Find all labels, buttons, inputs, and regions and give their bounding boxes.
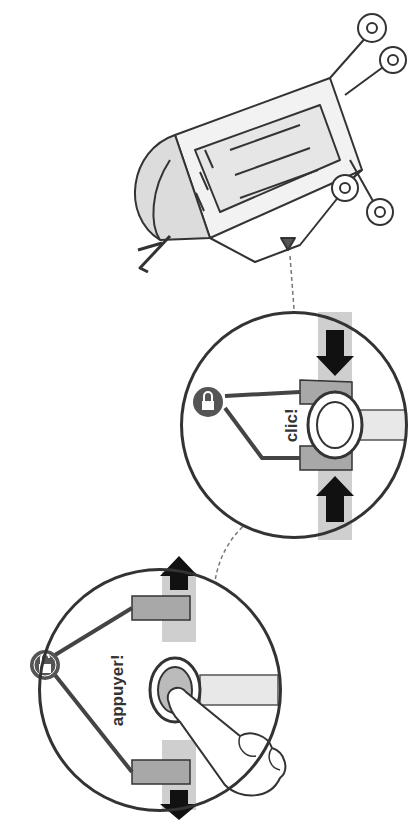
instruction-word: appuyer! <box>109 652 128 728</box>
instruction-word: clic! <box>283 406 302 444</box>
leader-line <box>290 256 294 309</box>
circle-outline <box>38 568 282 812</box>
buckle-open <box>30 556 285 820</box>
detail-circle: appuyer! <box>38 568 282 812</box>
dashed-connector <box>215 527 243 581</box>
stroller-drawing <box>135 14 406 272</box>
detail-circle: clic! <box>180 311 408 539</box>
